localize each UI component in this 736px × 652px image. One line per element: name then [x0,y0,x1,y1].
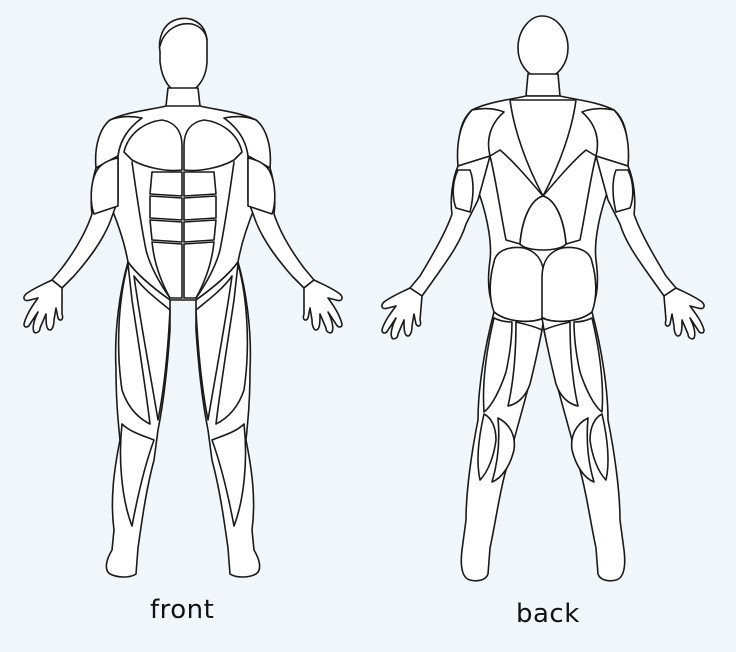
back-left-hand [381,287,423,340]
front-left-pec [123,119,183,172]
front-left-deltoid [94,115,143,169]
back-left-hamstring-outer [482,317,513,413]
front-figure [23,17,343,578]
back-right-tricep [612,169,634,213]
front-right-deltoid [223,115,272,169]
front-label: front [150,595,215,625]
front-right-bicep [247,157,276,215]
back-neck [525,73,561,97]
front-left-oblique [131,161,171,299]
back-right-hand [663,287,705,340]
front-right-shin [211,423,247,527]
back-left-hamstring-inner [507,321,543,407]
front-left-quad-inner [133,275,171,421]
front-right-hand [302,279,343,334]
back-head [517,15,569,81]
back-right-arm [595,155,677,297]
front-hair [159,22,208,47]
back-left-calf-outer [477,413,497,481]
front-right-oblique [195,161,235,299]
back-left-tricep [452,169,474,213]
back-left-deltoid [456,107,505,167]
back-right-hamstring-outer [573,317,604,413]
front-right-quad-outer [215,263,249,425]
front-left-shin [119,423,155,527]
front-left-bicep [90,157,119,215]
back-right-hamstring-inner [543,321,579,407]
back-figure [381,15,705,582]
back-left-arm [409,155,491,297]
front-head [158,17,208,95]
back-right-deltoid [581,107,630,167]
front-abs [149,171,217,299]
front-left-quad-outer [117,263,151,425]
back-right-calf-outer [589,413,609,481]
back-right-glute [541,246,597,323]
back-left-calf-inner [491,417,516,483]
back-right-calf-inner [570,417,595,483]
back-left-glute [489,246,545,323]
front-left-hand [23,279,64,334]
front-right-quad-inner [195,275,233,421]
front-right-pec [183,119,243,172]
back-lower-back [519,195,567,251]
back-label: back [516,599,580,629]
